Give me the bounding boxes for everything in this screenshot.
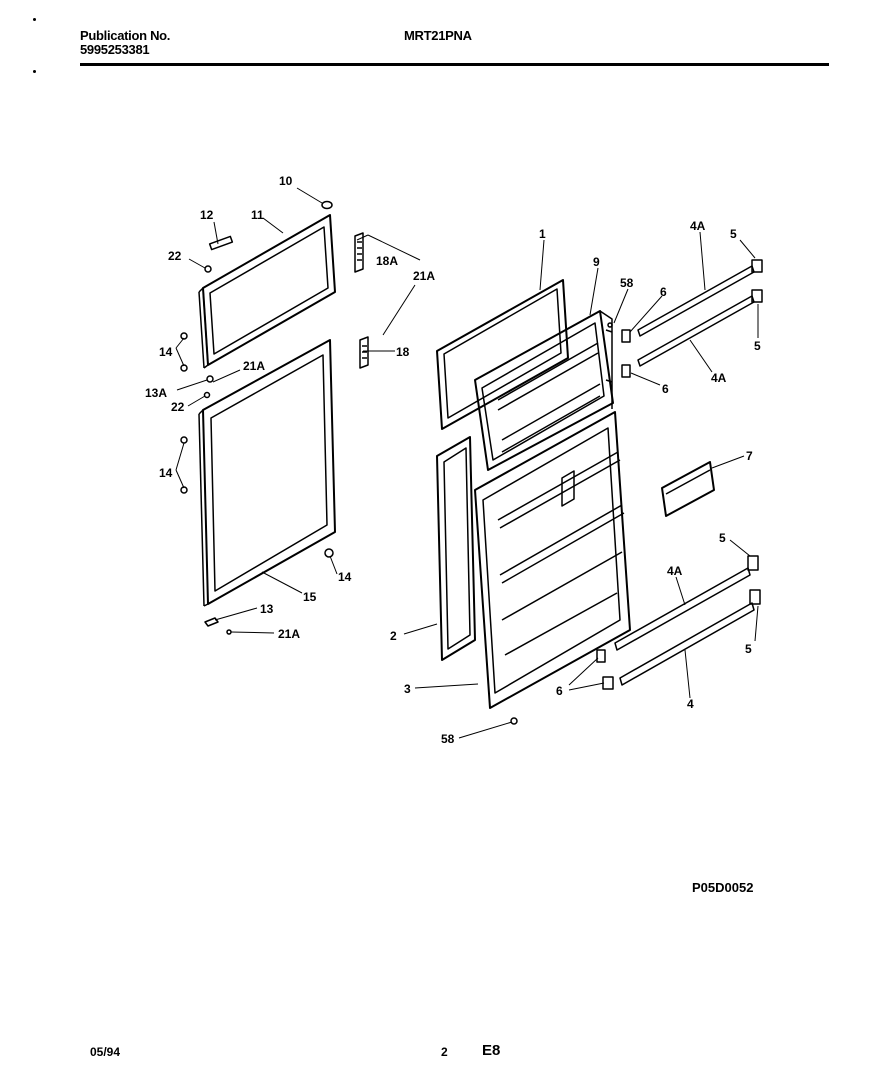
callout-22: 22 [168,249,182,263]
callout-4: 4 [687,697,694,711]
model-number: MRT21PNA [404,28,472,43]
callout-4a: 4A [711,371,727,385]
callout-18: 18 [396,345,410,359]
callout-14: 14 [338,570,352,584]
callout-9: 9 [593,255,600,269]
callout-12: 12 [200,208,214,222]
leader-lines [175,187,759,739]
callout-14: 14 [159,345,173,359]
callout-2: 2 [390,629,397,643]
publication-label: Publication No. [80,28,171,43]
callout-1: 1 [539,227,546,241]
callout-3: 3 [404,682,411,696]
callout-6: 6 [662,382,669,396]
callout-21a: 21A [413,269,435,283]
dairy-door [661,461,715,517]
freezer-door-liner [474,310,614,471]
publication-number: 5995253381 [80,42,150,57]
freezer-gasket-frame [198,214,336,369]
callout-10: 10 [279,174,293,188]
callout-7: 7 [746,449,753,463]
callout-5: 5 [754,339,761,353]
header-rule [80,63,829,66]
callout-14: 14 [159,466,173,480]
callout-13a: 13A [145,386,167,400]
screws [510,322,613,725]
callout-21a: 21A [278,627,300,641]
callout-6: 6 [556,684,563,698]
callout-11: 11 [251,208,264,222]
diagram-reference: P05D0052 [692,880,754,895]
callout-15: 15 [303,590,317,604]
callout-5: 5 [745,642,752,656]
callout-18a: 18A [376,254,398,268]
callout-5: 5 [719,531,726,545]
scan-speck [33,70,36,73]
scan-speck [33,18,36,21]
callout-6: 6 [660,285,667,299]
door-gaskets [436,279,569,661]
callout-22: 22 [171,400,185,414]
callout-13: 13 [260,602,274,616]
callout-4a: 4A [690,219,706,233]
callout-21a: 21A [243,359,265,373]
footer-date: 05/94 [90,1045,121,1059]
rail-caps [596,259,763,690]
section-code: E8 [482,1042,501,1059]
callout-58: 58 [620,276,634,290]
callout-58: 58 [441,732,455,746]
page-number: 2 [441,1045,448,1059]
callout-4a: 4A [667,564,683,578]
fresh-food-door-liner [474,411,631,709]
callout-5: 5 [730,227,737,241]
fresh-food-gasket-frame [198,339,336,607]
